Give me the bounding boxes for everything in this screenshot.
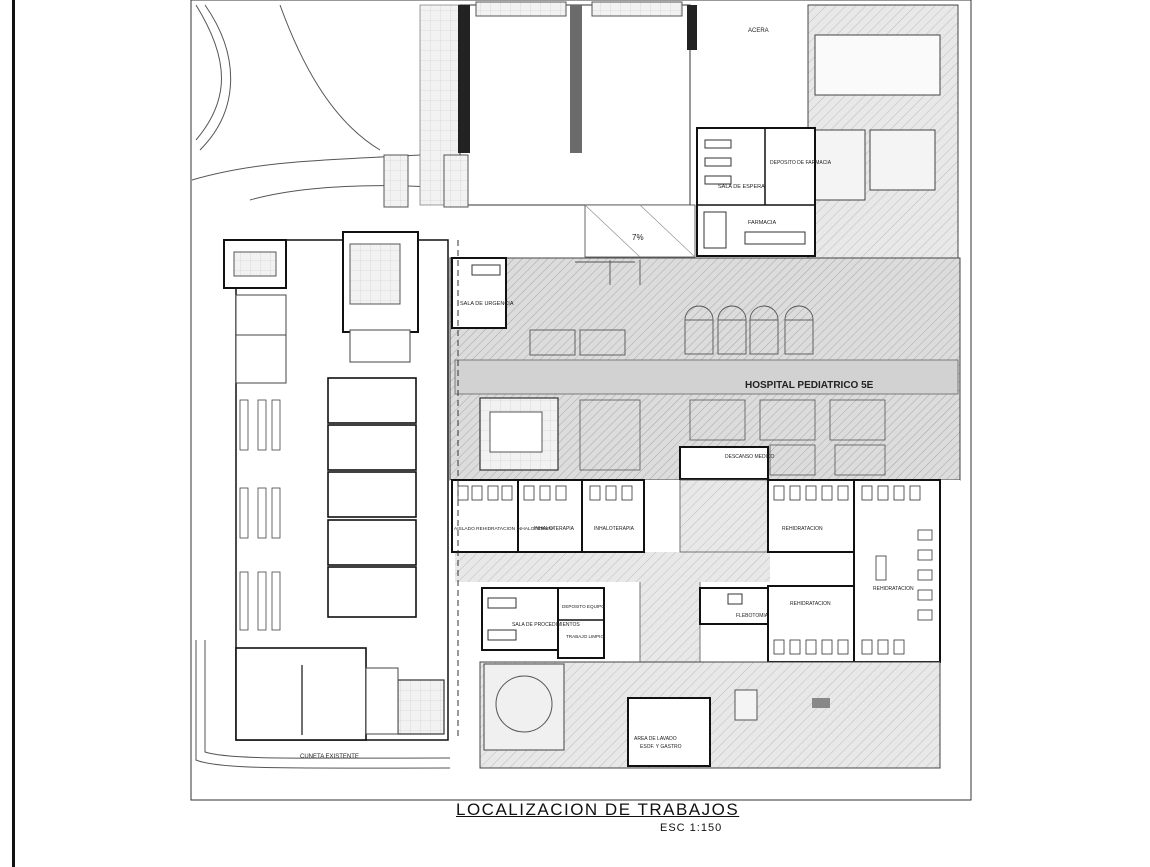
west-wing — [223, 231, 449, 741]
main-corridor — [454, 359, 959, 395]
pharmacy-block: SALA DE ESPERA DEPOSITO DE FARMACIA FARM… — [696, 127, 832, 257]
east-room-c — [869, 129, 936, 191]
cubicles-lower — [579, 399, 886, 476]
mechanical-equipment — [495, 675, 553, 733]
room-rest: DESCANSO MEDICO — [679, 446, 775, 480]
existing-mechanical-room — [483, 663, 565, 751]
room-flebotomia: FLEBOTOMIA — [736, 613, 769, 619]
room-rehidratacion-2: REHIDRATACION — [873, 586, 914, 592]
room-sala-espera: SALA DE ESPERA — [718, 184, 765, 190]
toilets-hatched — [679, 479, 769, 553]
room-wash-area: AREA DE LAVADO ESOF. Y GASTRO — [627, 697, 711, 767]
lower-mid-hatched — [455, 552, 770, 582]
room-rehidratacion-1: REHIDRATACION — [782, 526, 823, 532]
drawing-title: LOCALIZACION DE TRABAJOS — [456, 800, 740, 819]
east-room-a — [814, 34, 941, 96]
room-rehidratacion-inhaloterapia: AISLADO REHIDRATACION INHALOTERAPIA — [454, 526, 556, 532]
room-farmacia: FARMACIA — [748, 220, 776, 226]
room-sala-urgencia: SALA DE URGENCIA — [460, 301, 514, 307]
room-inhaloterapia-1: INHALOTERAPIA — [534, 526, 575, 532]
room-deposito-farmacia: DEPOSITO DE FARMACIA — [770, 160, 832, 166]
ramp-label: 7% — [632, 233, 644, 242]
room-deposito-equipo: DEPOSITO EQUIPO — [562, 604, 605, 609]
drawing-border — [190, 0, 972, 801]
room-urgency: SALA DE URGENCIA — [451, 257, 514, 329]
entrance-canopy — [383, 1, 697, 208]
bottom-fixture — [812, 698, 830, 708]
room-area-lavado-sub: ESOF. Y GASTRO — [640, 744, 682, 750]
room-area-lavado: AREA DE LAVADO — [634, 736, 677, 742]
bottom-room-a — [734, 689, 758, 721]
sheet-border-left — [12, 0, 15, 867]
room-sala-procedimientos: SALA DE PROCEDIMIENTOS — [512, 622, 580, 628]
therapy-rooms-row: AISLADO REHIDRATACION INHALOTERAPIA INHA… — [451, 479, 645, 553]
stair-core — [489, 411, 543, 453]
room-trabajo-limpio: TRABAJO LIMPIO — [566, 634, 604, 639]
procedures-block: SALA DE PROCEDIMIENTOS DEPOSITO EQUIPO T… — [481, 587, 769, 659]
rehydration-block: REHIDRATACION REHIDRATACION REHIDRATACIO… — [767, 479, 941, 663]
room-inhaloterapia-2: INHALOTERAPIA — [594, 526, 635, 532]
street-label: CUNETA EXISTENTE — [300, 754, 359, 760]
drawing-scale: ESC 1:150 — [660, 822, 723, 834]
sidewalk-label: ACERA — [748, 28, 769, 34]
hospital-name-label: HOSPITAL PEDIATRICO 5E — [745, 380, 874, 391]
room-descanso-medico: DESCANSO MEDICO — [725, 454, 775, 460]
ramp: 7% — [584, 204, 696, 258]
room-rehidratacion-3: REHIDRATACION — [790, 601, 831, 607]
cubicles-upper — [529, 260, 814, 356]
lower-right-hatched — [639, 579, 701, 663]
